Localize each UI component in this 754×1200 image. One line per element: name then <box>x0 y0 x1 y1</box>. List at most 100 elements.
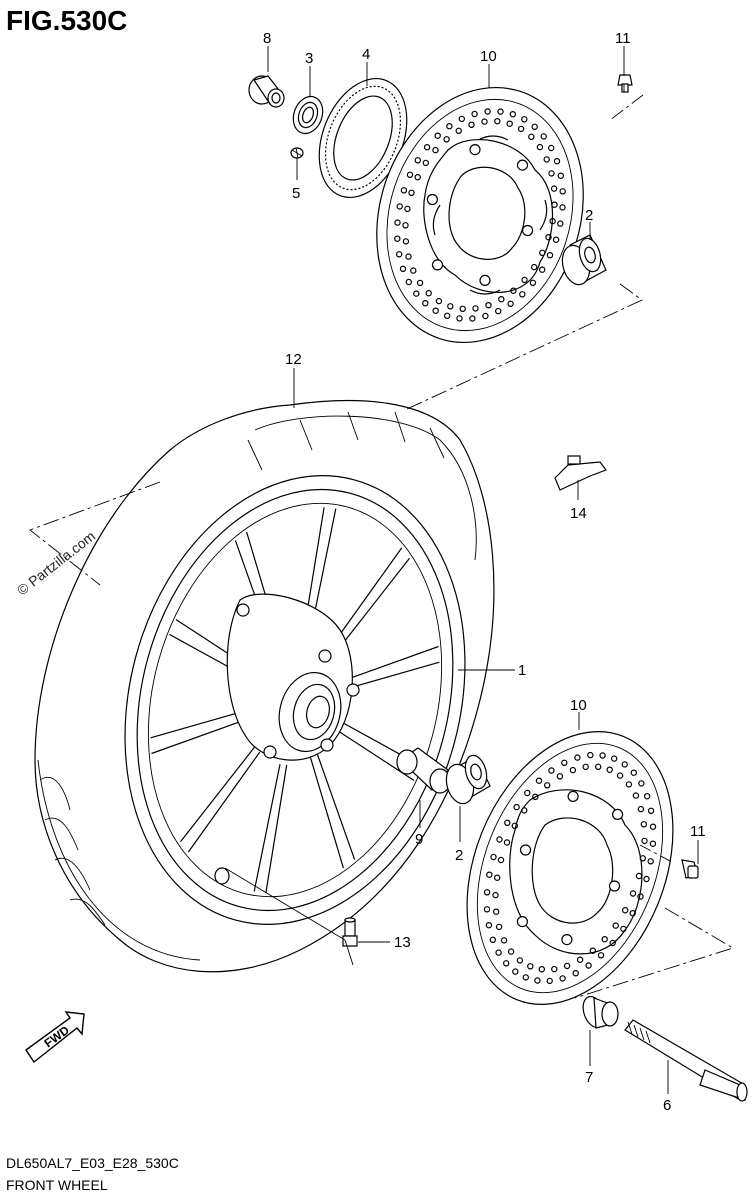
part-5-screw[interactable] <box>290 147 304 159</box>
part-10-brake-disc-lower[interactable] <box>429 701 712 1035</box>
disc-drill-hole <box>534 977 541 984</box>
disc-drill-hole <box>647 807 655 815</box>
disc-drill-hole <box>406 171 414 178</box>
disc-drill-hole <box>531 263 538 271</box>
wheel-spoke <box>343 645 440 690</box>
disc-drill-hole <box>485 922 493 929</box>
disc-drill-hole <box>414 157 421 164</box>
disc-drill-hole <box>402 222 409 229</box>
disc-bolt-hole <box>479 274 491 286</box>
disc-drill-hole <box>469 315 476 322</box>
part-11-bolt-upper[interactable] <box>617 74 633 93</box>
disc-drill-hole <box>527 963 534 970</box>
disc-drill-hole <box>459 305 466 312</box>
disc-drill-hole <box>637 805 645 813</box>
disc-drill-hole <box>629 890 637 897</box>
disc-drill-hole <box>410 267 417 274</box>
disc-drill-hole <box>637 893 644 900</box>
disc-drill-hole <box>517 125 525 133</box>
disc-drill-hole <box>639 855 647 862</box>
disc-drill-hole <box>400 187 408 194</box>
disc-drill-hole <box>644 793 651 800</box>
disc-drill-hole <box>643 875 650 883</box>
disc-drill-hole <box>405 278 412 286</box>
disc-drill-hole <box>447 303 454 310</box>
disc-drill-hole <box>546 977 553 985</box>
disc-drill-hole <box>574 754 581 761</box>
disc-drill-hole <box>585 962 592 969</box>
disc-drill-hole <box>394 219 401 226</box>
disc-drill-hole <box>539 266 546 273</box>
wheel-spoke <box>309 752 356 869</box>
disc-drill-hole <box>485 302 492 309</box>
disc-drill-hole <box>522 974 530 981</box>
part-14-balance-weight[interactable] <box>554 455 607 491</box>
part-6-front-axle[interactable] <box>624 1019 748 1102</box>
disc-drill-hole <box>423 143 431 151</box>
part-3-oil-seal[interactable] <box>288 92 327 137</box>
disc-drill-hole <box>521 116 528 123</box>
disc-drill-hole <box>496 836 503 843</box>
disc-drill-hole <box>551 965 558 973</box>
part-2-bearing-upper[interactable] <box>558 234 607 288</box>
disc-drill-hole <box>399 265 407 272</box>
disc-drill-hole <box>495 949 502 956</box>
disc-drill-hole <box>551 201 558 208</box>
wheel-spoke <box>180 745 261 853</box>
front-wheel-assembly[interactable] <box>34 399 513 973</box>
disc-drill-hole <box>548 144 555 152</box>
callout-9: 9 <box>415 831 423 848</box>
disc-drill-hole <box>622 907 629 914</box>
callout-11-lower: 11 <box>690 823 706 840</box>
disc-drill-hole <box>498 296 505 303</box>
disc-drill-hole <box>629 910 636 917</box>
disc-drill-hole <box>557 220 564 227</box>
disc-drill-hole <box>556 773 564 780</box>
disc-drill-hole <box>529 279 537 286</box>
disc-drill-hole <box>432 146 439 154</box>
disc-drill-hole <box>638 780 645 787</box>
disc-drill-hole <box>444 312 451 319</box>
callout-11-upper: 11 <box>615 30 631 47</box>
part-10-brake-disc-upper[interactable] <box>345 60 616 369</box>
part-11-bolt-lower[interactable] <box>681 859 699 879</box>
disc-drill-hole <box>513 803 520 811</box>
disc-drill-hole <box>641 837 648 845</box>
part-7-collar[interactable] <box>579 994 619 1031</box>
part-8-collar[interactable] <box>248 75 285 108</box>
disc-drill-hole <box>516 957 524 964</box>
callout-14: 14 <box>570 505 587 522</box>
callout-10-lower: 10 <box>570 697 587 714</box>
disc-bolt-hole <box>611 808 624 821</box>
disc-drill-hole <box>497 856 505 864</box>
disc-drill-hole <box>492 891 499 899</box>
disc-drill-hole <box>396 251 403 258</box>
figure-caption: FRONT WHEEL <box>6 1177 108 1193</box>
disc-drill-hole <box>546 251 554 259</box>
part-4-sensor-rotor[interactable] <box>303 66 424 211</box>
disc-drill-hole <box>422 300 429 307</box>
callout-7: 7 <box>585 1069 593 1086</box>
disc-drill-hole <box>561 759 568 767</box>
disc-drill-hole <box>572 970 579 977</box>
disc-drill-hole <box>495 923 503 931</box>
disc-drill-hole <box>404 205 411 213</box>
disc-drill-hole <box>494 874 501 881</box>
callout-3: 3 <box>305 50 313 67</box>
disc-drill-hole <box>443 136 450 143</box>
disc-drill-hole <box>545 233 552 241</box>
part-13-valve[interactable] <box>342 917 358 947</box>
disc-drill-hole <box>394 235 401 242</box>
disc-drill-hole <box>550 185 558 192</box>
callout-2-upper: 2 <box>585 207 593 224</box>
disc-drill-hole <box>497 108 504 115</box>
part-2-bearing-lower[interactable] <box>442 753 491 807</box>
disc-drill-hole <box>611 755 618 762</box>
disc-drill-hole <box>511 822 519 830</box>
wheel-spoke <box>253 764 288 893</box>
disc-drill-hole <box>489 936 496 944</box>
disc-drill-hole <box>483 906 491 913</box>
disc-drill-hole <box>413 290 420 297</box>
disc-drill-hole <box>456 315 463 322</box>
